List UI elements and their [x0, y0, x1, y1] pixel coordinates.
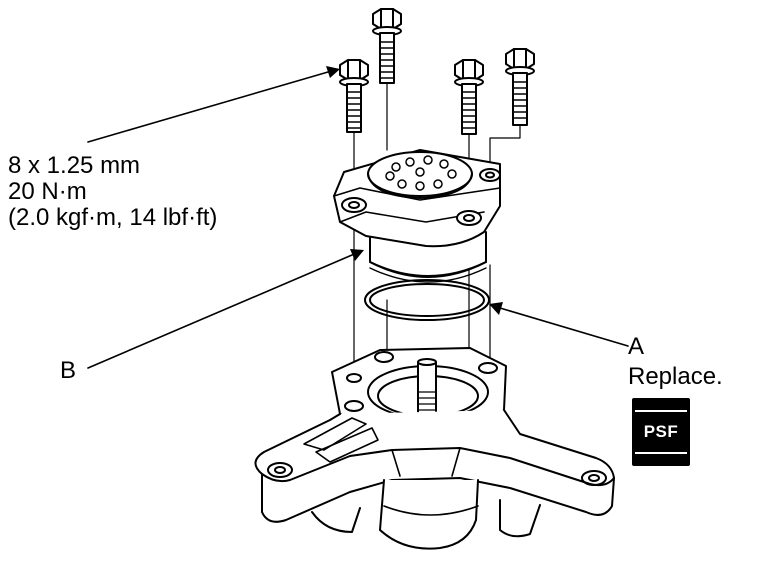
- psf-badge-text: PSF: [643, 422, 679, 441]
- bolt-size-label: 8 x 1.25 mm: [8, 152, 141, 179]
- badge-top-rule: [635, 410, 687, 412]
- replace-note: Replace.: [628, 363, 723, 390]
- pump-body: [333, 149, 501, 283]
- callout-b-label: B: [60, 357, 77, 384]
- bolt-rear-right: [505, 48, 535, 126]
- bolt-front-left: [339, 59, 369, 133]
- psf-badge: PSF: [632, 398, 690, 466]
- torque-nm-label: 20 N·m: [8, 178, 87, 205]
- mounting-bracket: [254, 347, 615, 550]
- callout-a-label: A: [628, 333, 645, 360]
- torque-alt-label: (2.0 kgf·m, 14 lbf·ft): [8, 204, 218, 231]
- badge-bottom-rule: [635, 452, 687, 454]
- bolt-front-right: [454, 59, 484, 135]
- bolt-rear-left: [372, 8, 402, 84]
- bolt-torque-spec: 8 x 1.25 mm 20 N·m (2.0 kgf·m, 14 lbf·ft…: [8, 153, 217, 231]
- o-ring: [364, 279, 490, 321]
- leader-lines: [87, 66, 629, 369]
